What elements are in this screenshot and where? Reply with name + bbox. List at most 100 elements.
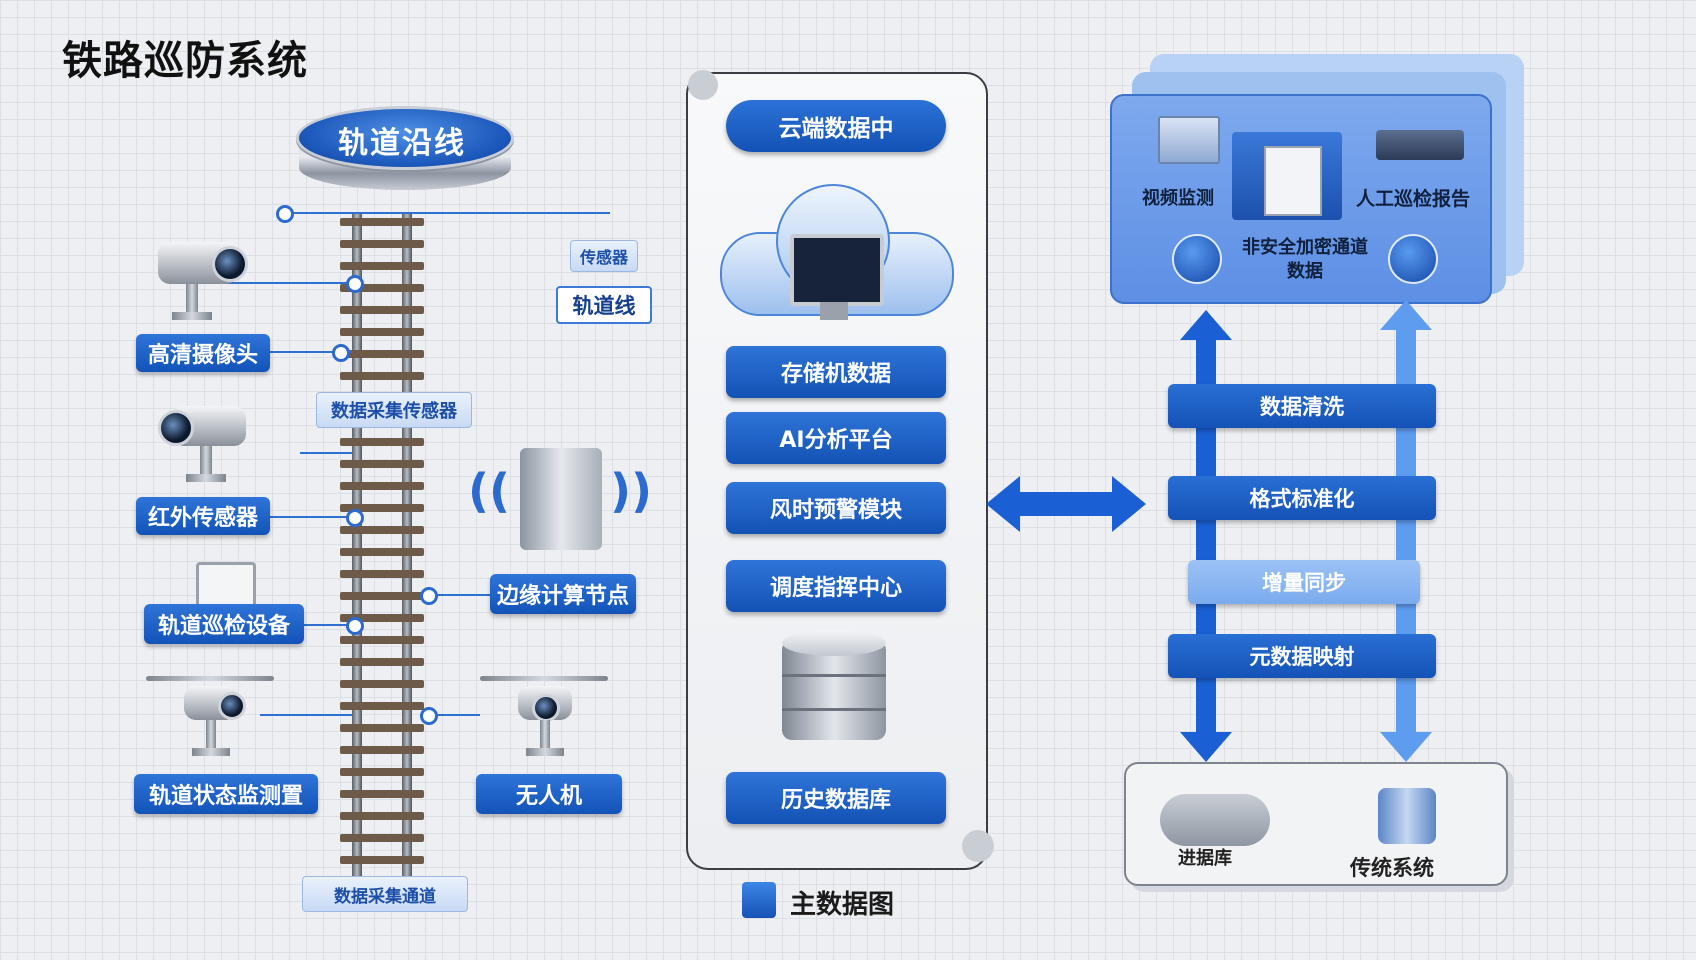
connector — [268, 351, 352, 353]
channel-label-line1: 非安全加密通道 — [1242, 237, 1368, 258]
drone-label: 无人机 — [476, 774, 622, 814]
connector — [420, 714, 480, 716]
track-tie — [340, 218, 424, 226]
sync-arrow-icon — [1380, 300, 1432, 762]
node-dot — [276, 205, 294, 223]
channel-label-line2: 数据 — [1287, 261, 1323, 282]
track-monitor-label: 轨道状态监测置 — [134, 774, 318, 814]
data-collection-sensor-tag: 数据采集传感器 — [316, 392, 472, 428]
data-channel-tag: 数据采集通道 — [302, 876, 468, 912]
track-tie — [340, 328, 424, 336]
node-dot — [346, 509, 364, 527]
data-cleaning-band: 数据清洗 — [1168, 384, 1436, 428]
database-icon — [782, 630, 886, 750]
track-tie — [340, 812, 424, 820]
track-tie — [340, 372, 424, 380]
track-tie — [340, 636, 424, 644]
storage-button: 存储机数据 — [726, 346, 946, 398]
upward-arrow-icon — [1180, 310, 1232, 762]
connector — [280, 212, 610, 214]
railway-track — [340, 212, 424, 880]
history-db-button: 历史数据库 — [726, 772, 946, 824]
node-dot — [332, 344, 350, 362]
monitor-stand — [820, 302, 848, 320]
drone-icon — [140, 664, 280, 774]
rail-right — [402, 212, 412, 880]
metadata-mapping-band: 元数据映射 — [1168, 634, 1436, 678]
node-dot — [346, 275, 364, 293]
channel-label: 非安全加密通道 数据 — [1230, 236, 1380, 284]
node-dot — [420, 587, 438, 605]
sensor-tag: 传感器 — [570, 240, 638, 272]
storage-label: 存储机数据 — [780, 362, 891, 387]
ai-platform-button: AI分析平台 — [726, 412, 946, 464]
track-tie — [340, 350, 424, 358]
track-tie — [340, 504, 424, 512]
logo-icon — [742, 882, 776, 918]
track-tie — [340, 856, 424, 864]
history-db-label: 历史数据库 — [780, 788, 891, 813]
ai-platform-label: AI分析平台 — [779, 428, 893, 453]
track-tie — [340, 834, 424, 842]
infrared-camera-icon — [150, 400, 250, 490]
track-tie — [340, 746, 424, 754]
server-rack-icon — [1376, 130, 1464, 160]
connector — [176, 282, 352, 284]
track-tie — [340, 680, 424, 688]
format-standardize-band: 格式标准化 — [1168, 476, 1436, 520]
encrypt-lock-icon — [1172, 234, 1222, 284]
track-tie — [340, 592, 424, 600]
edge-server-icon — [520, 448, 602, 550]
video-monitor-icon — [1158, 116, 1220, 164]
track-tie — [340, 548, 424, 556]
encrypt-lock-icon — [1388, 234, 1438, 284]
report-label: 人工巡检报告 — [1356, 188, 1471, 210]
legacy-card: 进据库 传统系统 — [1124, 762, 1508, 886]
alert-module-label: 风时预警模块 — [769, 498, 902, 523]
edge-node-label: 边缘计算节点 — [490, 574, 636, 614]
inspection-device-icon — [196, 562, 256, 612]
rail-left — [352, 212, 362, 880]
track-tie — [340, 460, 424, 468]
legacy-system-label: 传统系统 — [1350, 856, 1434, 880]
camera-icon — [150, 236, 250, 326]
inspection-label: 轨道巡检设备 — [144, 604, 304, 644]
page-title: 铁路巡防系统 — [62, 38, 308, 84]
connector — [260, 714, 352, 716]
track-tie — [340, 790, 424, 798]
node-dot — [346, 617, 364, 635]
camera-label: 高清摄像头 — [136, 334, 270, 372]
cloud-db-icon — [1160, 794, 1270, 846]
track-tie — [340, 702, 424, 710]
connector — [268, 516, 352, 518]
connector — [420, 594, 490, 596]
track-tie — [340, 526, 424, 534]
dispatch-center-label: 调度指挥中心 — [769, 576, 902, 601]
track-tie — [340, 482, 424, 490]
infrared-label: 红外传感器 — [136, 497, 270, 535]
bidirectional-arrow-icon — [986, 476, 1146, 532]
signal-left-icon: (( — [468, 464, 511, 518]
track-line-tag: 轨道线 — [556, 286, 652, 324]
alert-module-button: 风时预警模块 — [726, 482, 946, 534]
track-line-disc: 轨道沿线 — [296, 106, 514, 206]
incremental-sync-band: 增量同步 — [1188, 560, 1420, 604]
node-dot — [420, 707, 438, 725]
track-tie — [340, 768, 424, 776]
track-tie — [340, 570, 424, 578]
disc-label: 轨道沿线 — [338, 126, 466, 161]
track-tie — [340, 724, 424, 732]
video-label: 视频监测 — [1142, 188, 1214, 209]
track-tie — [340, 284, 424, 292]
legacy-db-cylinder-icon — [1378, 788, 1436, 844]
track-tie — [340, 658, 424, 666]
legacy-db-label: 进据库 — [1178, 848, 1232, 869]
signal-right-icon: )) — [610, 464, 653, 518]
dispatch-center-button: 调度指挥中心 — [726, 560, 946, 612]
connector — [300, 452, 352, 454]
footer-label: 主数据图 — [790, 890, 895, 920]
monitor-icon — [790, 234, 884, 306]
report-document-icon — [1264, 146, 1322, 216]
disc-top — [296, 106, 514, 170]
track-tie — [340, 438, 424, 446]
